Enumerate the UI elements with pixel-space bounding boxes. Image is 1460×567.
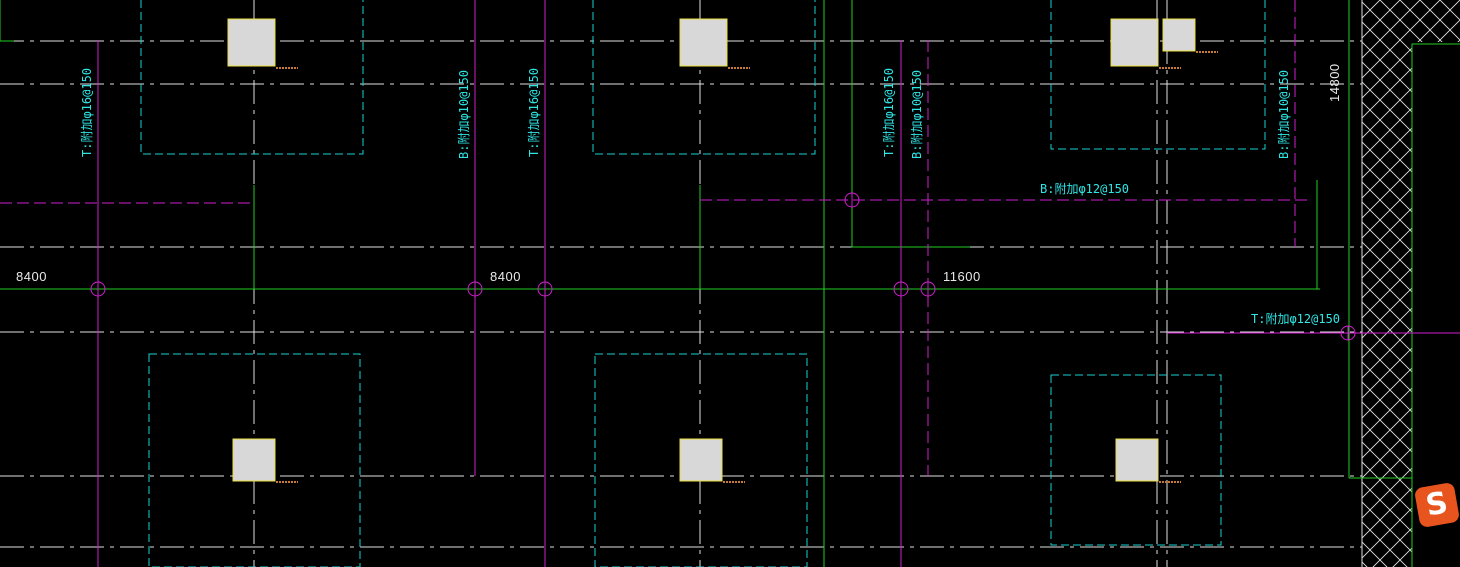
rebar-label: B:附加φ12@150 bbox=[1040, 182, 1130, 196]
green-dimension-lines bbox=[0, 0, 1320, 567]
rebar-label: B:附加φ10@150 bbox=[1277, 69, 1291, 159]
sogou-input-icon[interactable]: S bbox=[1413, 481, 1460, 529]
rebar-label: B:附加φ10@150 bbox=[457, 69, 471, 159]
rebar-label: T:附加φ16@150 bbox=[80, 67, 94, 157]
rebar-label: T:附加φ12@150 bbox=[1251, 312, 1341, 326]
dimension-label: 8400 bbox=[16, 269, 47, 284]
columns bbox=[227, 18, 1196, 482]
hatched-wall bbox=[1348, 0, 1460, 567]
dimension-label: 11600 bbox=[943, 269, 981, 284]
rebar-label: B:附加φ10@150 bbox=[910, 69, 924, 159]
rebar-label: T:附加φ16@150 bbox=[882, 67, 896, 157]
dimension-label-vertical: 14800 bbox=[1327, 63, 1342, 102]
rebar-label: T:附加φ16@150 bbox=[527, 67, 541, 157]
dimension-label: 8400 bbox=[490, 269, 521, 284]
column-caps bbox=[140, 0, 1266, 567]
rebar-end-markers bbox=[90, 192, 1356, 341]
vertical-axis-lines bbox=[253, 0, 1168, 567]
column-tags bbox=[276, 51, 1218, 483]
